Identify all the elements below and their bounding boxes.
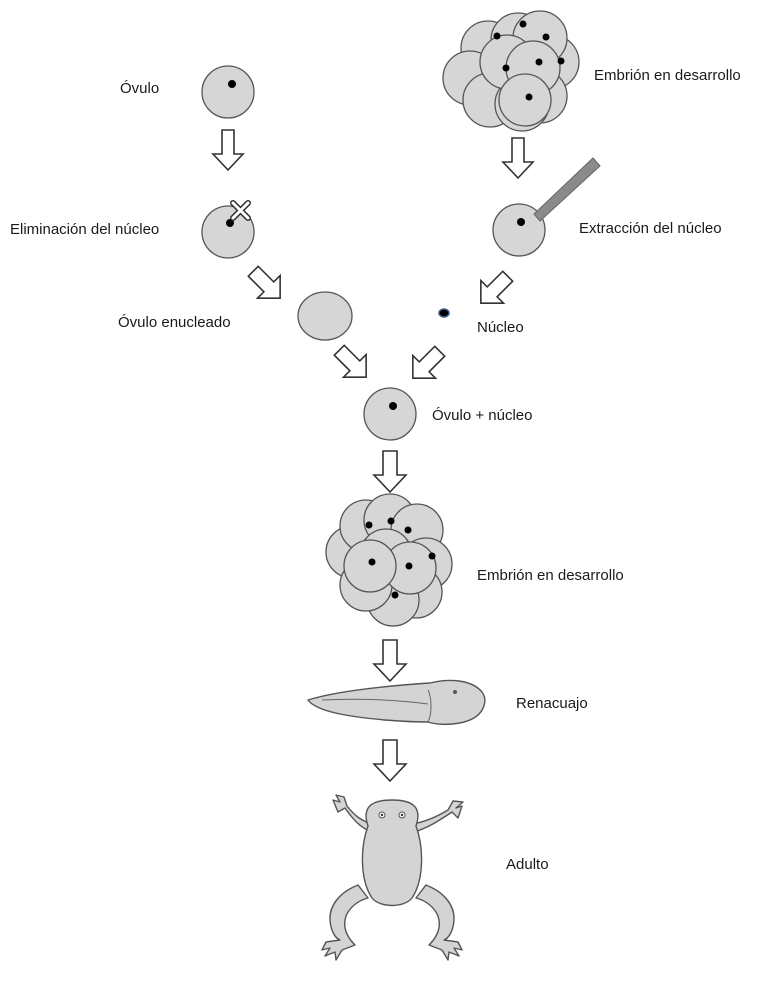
enucleated-egg bbox=[298, 292, 352, 340]
arrow-ovulo-to-eliminacion bbox=[213, 130, 243, 170]
label-ovulo-nucleo: Óvulo + núcleo bbox=[432, 407, 532, 425]
label-renacuajo: Renacuajo bbox=[516, 695, 588, 713]
developing-embryo-top bbox=[443, 11, 579, 131]
arrow-eliminacion-to-enucleado bbox=[242, 260, 291, 309]
arrow-merge-to-embryo bbox=[374, 451, 406, 492]
arrow-tadpole-to-adult bbox=[374, 740, 406, 781]
label-ovulo-enucleado: Óvulo enucleado bbox=[118, 314, 231, 332]
arrow-embryo-to-extraccion bbox=[503, 138, 533, 178]
label-embrion-top: Embrión en desarrollo bbox=[594, 67, 741, 85]
donor-cell-extraction bbox=[493, 158, 600, 256]
egg-plus-nucleus bbox=[364, 388, 416, 440]
arrow-extraccion-to-nucleo bbox=[470, 265, 519, 314]
tadpole bbox=[308, 680, 485, 724]
label-adulto: Adulto bbox=[506, 856, 549, 874]
label-embrion-mid: Embrión en desarrollo bbox=[477, 567, 624, 585]
label-ovulo: Óvulo bbox=[120, 80, 159, 98]
arrow-nucleo-to-merge bbox=[402, 340, 451, 389]
isolated-nucleus bbox=[439, 309, 449, 317]
label-nucleo: Núcleo bbox=[477, 319, 524, 337]
pipette-icon bbox=[534, 158, 600, 221]
adult-frog bbox=[322, 795, 463, 960]
egg-nucleus-removal bbox=[202, 203, 254, 258]
label-extraccion: Extracción del núcleo bbox=[579, 220, 722, 238]
arrow-enucleado-to-merge bbox=[328, 339, 377, 388]
egg-cell bbox=[202, 66, 254, 118]
label-eliminacion: Eliminación del núcleo bbox=[10, 221, 159, 239]
arrow-embryo-to-tadpole bbox=[374, 640, 406, 681]
developing-embryo-mid bbox=[326, 494, 452, 626]
